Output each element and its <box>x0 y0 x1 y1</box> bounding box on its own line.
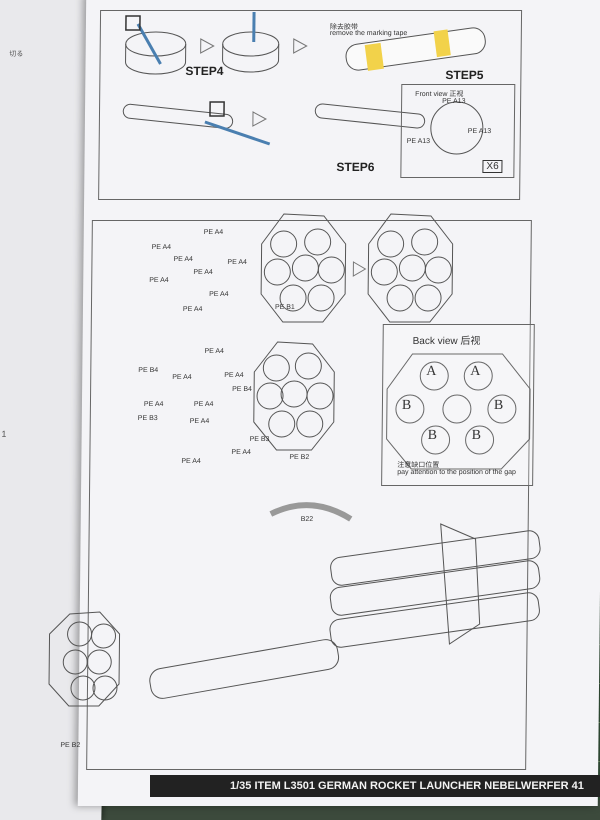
part-label: PE A4 <box>190 418 210 425</box>
part-label: PE A4 <box>209 291 229 298</box>
part-label: PE A4 <box>173 256 193 263</box>
left-page-text: 切る <box>9 50 23 59</box>
part-label: PE A4 <box>172 374 192 381</box>
tube-letter: A <box>426 364 436 380</box>
part-label: PE A4 <box>194 401 214 408</box>
tube-letter: B <box>472 428 482 444</box>
tube-letter: B <box>428 428 438 444</box>
part-label: PE A4 <box>144 401 164 408</box>
part-label: PE A4 <box>183 306 203 313</box>
part-label: PE A4 <box>204 229 224 236</box>
back-view-title: Back view 后视 <box>413 332 481 347</box>
tube-letter: B <box>402 398 412 414</box>
part-label: PE A4 <box>181 458 201 465</box>
part-label: PE A4 <box>224 372 244 379</box>
left-page-text: 1 <box>1 430 6 439</box>
part-label: PE A4 <box>149 277 169 284</box>
part-label: PE A4 <box>227 259 247 266</box>
part-label: PE A4 <box>231 449 251 456</box>
part-label: PE A4 <box>193 269 213 276</box>
part-label: PE B4 <box>232 386 252 393</box>
plate-label: PE B2 <box>289 454 309 461</box>
part-label: PE A4 <box>204 348 224 355</box>
part-label: PE B3 <box>250 436 270 443</box>
part-label: PE B3 <box>138 415 158 422</box>
gap-note-en: pay attention to the position of the gap <box>397 469 516 476</box>
footer-title-bar: 1/35 ITEM L3501 GERMAN ROCKET LAUNCHER N… <box>150 775 600 797</box>
part-label: PE B4 <box>138 367 158 374</box>
instruction-page: 除去胶带 remove the marking tape STEP4 STEP5… <box>78 0 600 806</box>
part-b22-label: B22 <box>301 516 314 523</box>
plate-label: PE B1 <box>275 304 295 311</box>
tube-letter: B <box>494 398 504 414</box>
tube-letter: A <box>470 364 480 380</box>
assembly-plate-label: PE B2 <box>60 742 80 749</box>
part-label: PE A4 <box>152 244 172 251</box>
